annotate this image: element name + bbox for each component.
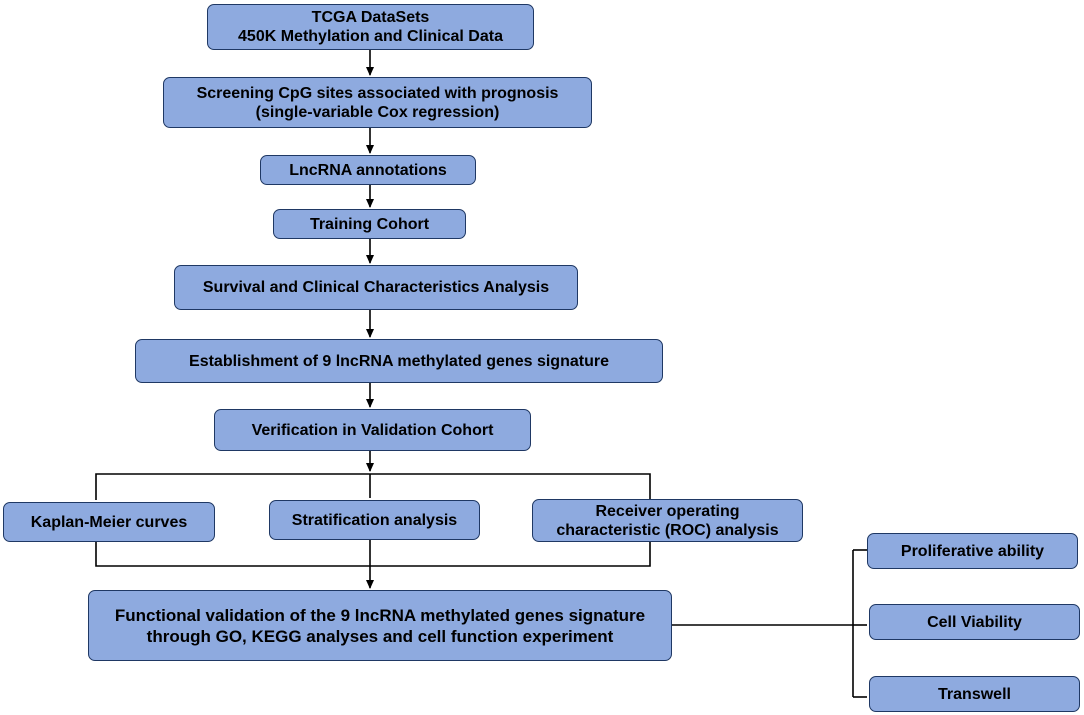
establishment-box: Establishment of 9 lncRNA methylated gen…	[135, 339, 663, 383]
roc-analysis-line1: Receiver operating	[595, 502, 740, 520]
roc-analysis-line2: characteristic (ROC) analysis	[556, 521, 779, 539]
stratification-label: Stratification analysis	[291, 511, 458, 529]
functional-validation-line2: through GO, KEGG analyses and cell funct…	[146, 626, 614, 646]
tcga-box: TCGA DataSets 450K Methylation and Clini…	[207, 4, 534, 50]
tcga-box-line1: TCGA DataSets	[311, 9, 430, 26]
training-cohort-box: Training Cohort	[273, 209, 466, 239]
screening-box-line1: Screening CpG sites associated with prog…	[196, 84, 559, 102]
roc-analysis-box: Receiver operating characteristic (ROC) …	[532, 499, 803, 542]
transwell-box: Transwell	[869, 676, 1080, 712]
verification-box: Verification in Validation Cohort	[214, 409, 531, 451]
verification-label: Verification in Validation Cohort	[251, 421, 494, 439]
bottom-merge-bracket	[95, 542, 651, 567]
screening-box-line2: (single-variable Cox regression)	[255, 103, 500, 121]
kaplan-meier-box: Kaplan-Meier curves	[3, 502, 215, 542]
training-cohort-label: Training Cohort	[309, 215, 430, 233]
transwell-label: Transwell	[938, 685, 1011, 703]
kaplan-meier-label: Kaplan-Meier curves	[30, 513, 188, 531]
functional-validation-box: Functional validation of the 9 lncRNA me…	[88, 590, 672, 661]
lncrna-annotations-label: LncRNA annotations	[289, 161, 447, 179]
top-branch-bracket	[95, 473, 651, 500]
proliferative-ability-box: Proliferative ability	[867, 533, 1078, 569]
stratification-box: Stratification analysis	[269, 500, 480, 540]
tcga-box-line2: 450K Methylation and Clinical Data	[238, 28, 503, 45]
functional-validation-line1: Functional validation of the 9 lncRNA me…	[114, 605, 646, 625]
screening-box: Screening CpG sites associated with prog…	[163, 77, 592, 128]
lncrna-annotations-box: LncRNA annotations	[260, 155, 476, 185]
establishment-label: Establishment of 9 lncRNA methylated gen…	[189, 352, 609, 370]
cell-viability-label: Cell Viability	[927, 613, 1022, 631]
cell-viability-box: Cell Viability	[869, 604, 1080, 640]
survival-analysis-box: Survival and Clinical Characteristics An…	[174, 265, 578, 310]
survival-analysis-label: Survival and Clinical Characteristics An…	[202, 279, 550, 296]
proliferative-ability-label: Proliferative ability	[900, 542, 1045, 560]
